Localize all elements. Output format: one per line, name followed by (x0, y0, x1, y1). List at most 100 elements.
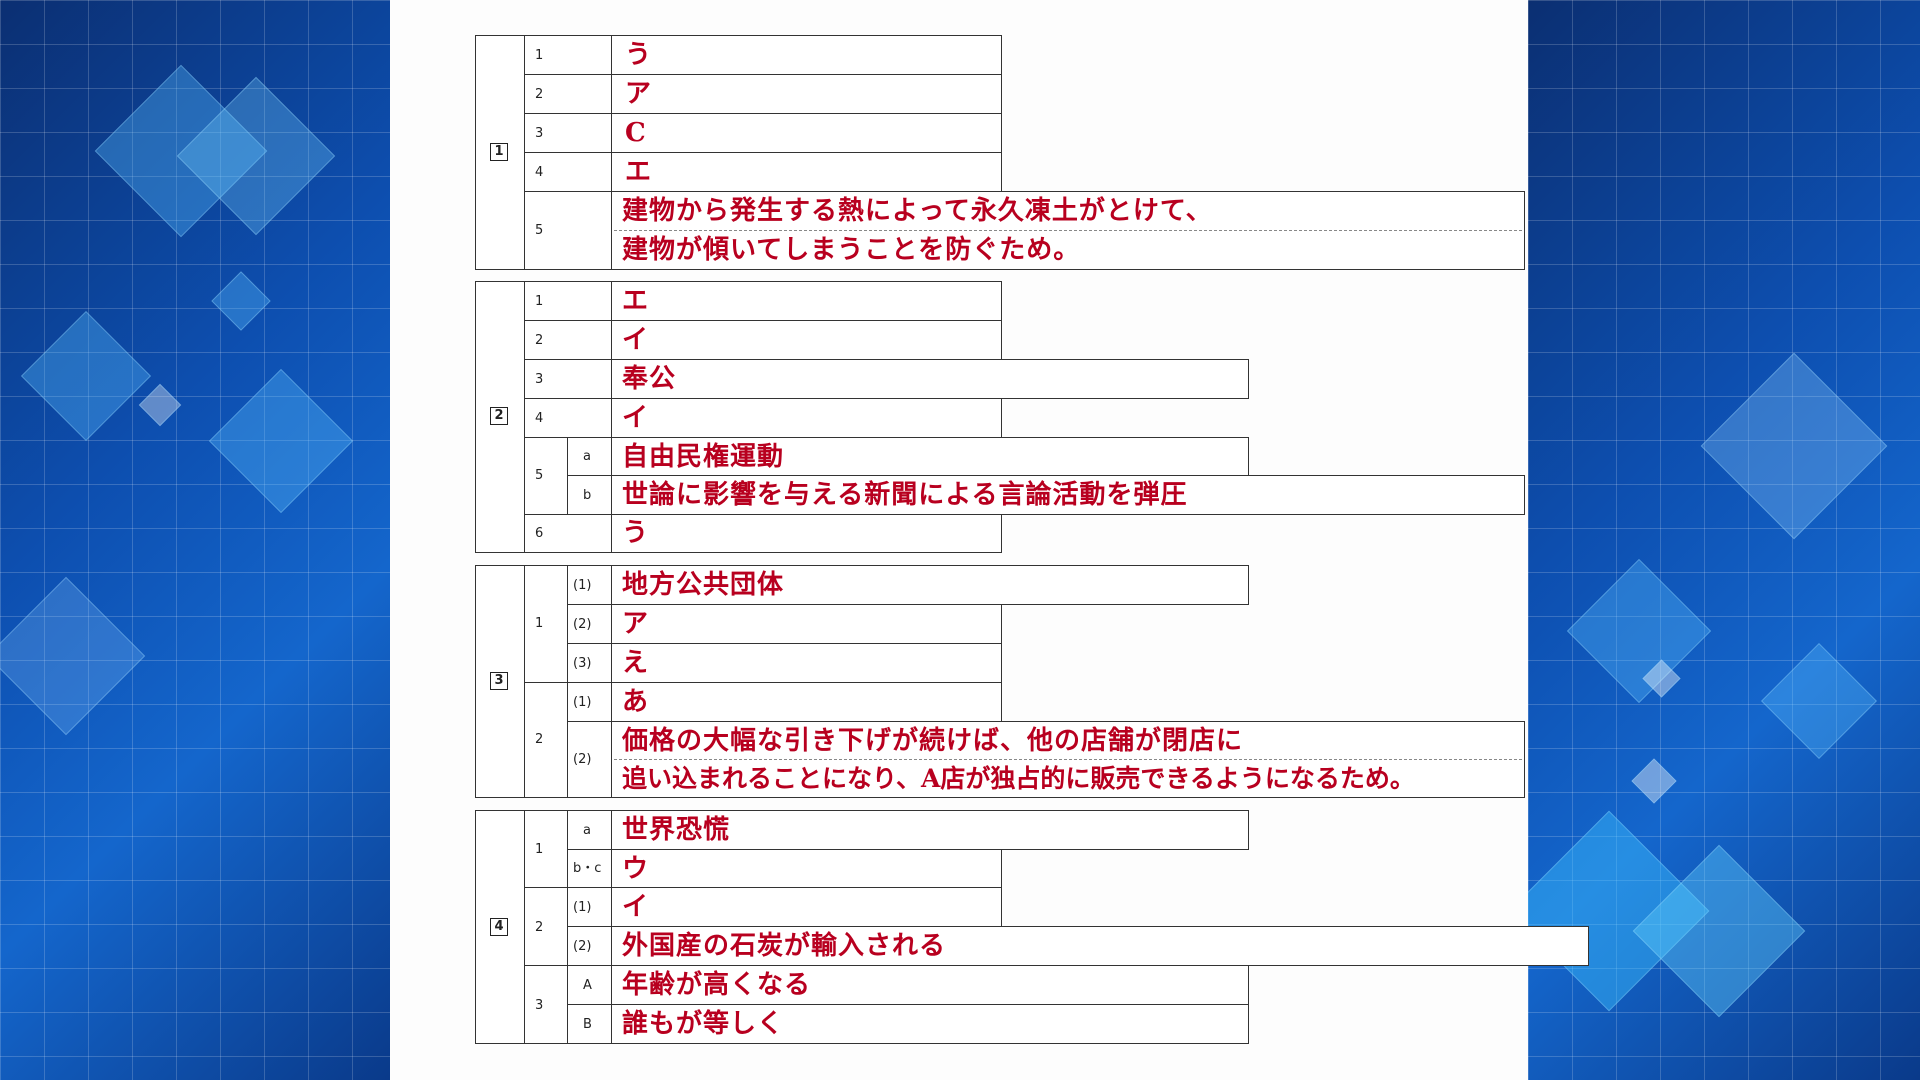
number-cell (524, 887, 568, 966)
answer-row (567, 887, 1002, 927)
answer-text: う (625, 40, 653, 70)
question-number: 2 (535, 732, 544, 747)
sub-label: (1) (573, 695, 592, 710)
sub-label-cell (567, 475, 612, 515)
answer-text: ア (625, 79, 653, 109)
sub-label-cell (567, 721, 612, 798)
answer-text-line2: 追い込まれることになり、A店が独占的に販売できるようになるため。 (622, 764, 1415, 793)
answer-text: 自由民権運動 (622, 442, 785, 472)
section-number: 1 (490, 143, 508, 161)
answer-text: イ (622, 403, 650, 433)
number-cell (524, 514, 612, 553)
decor-square (211, 271, 271, 331)
number-cell (524, 398, 612, 438)
sub-label-cell (567, 926, 612, 966)
question-number: 2 (535, 920, 544, 935)
question-number: 4 (535, 411, 544, 426)
background-right-panel (1528, 0, 1920, 1080)
sub-label-cell (567, 437, 612, 476)
sub-label: a (583, 823, 591, 838)
answer-text: エ (622, 286, 650, 316)
answer-text: 奉公 (622, 364, 677, 394)
sub-label: B (583, 1017, 592, 1032)
decor-square (1631, 758, 1677, 804)
number-cell (524, 437, 568, 515)
sub-label-cell (567, 849, 612, 888)
sub-label-cell (567, 1004, 612, 1044)
sub-label-cell (567, 965, 612, 1005)
section-number: 2 (490, 407, 508, 425)
answer-text: 世界恐慌 (622, 815, 731, 845)
question-number: 1 (535, 294, 544, 309)
answer-row (567, 475, 1525, 515)
answer-row (567, 643, 1002, 683)
background-left-panel (0, 0, 390, 1080)
decor-square (0, 576, 146, 736)
number-cell (524, 74, 612, 114)
sub-label: (2) (573, 752, 592, 767)
section-number: 4 (490, 918, 508, 936)
answer-text: う (622, 518, 650, 548)
decor-square (1566, 558, 1712, 704)
decor-square (1700, 352, 1888, 540)
sub-label: (3) (573, 656, 592, 671)
question-number: 1 (535, 48, 544, 63)
dashed-guideline (614, 230, 1522, 231)
question-number: 3 (535, 998, 544, 1013)
number-cell (524, 810, 568, 888)
question-number: 3 (535, 126, 544, 141)
number-cell (524, 565, 568, 683)
number-cell (524, 113, 612, 153)
question-number: 1 (535, 616, 544, 631)
answer-text-line1: 価格の大幅な引き下げが続けば、他の店舗が閉店に (622, 726, 1244, 756)
answer-text-line1: 建物から発生する熱によって永久凍土がとけて、 (622, 196, 1213, 226)
question-number: 2 (535, 87, 544, 102)
sub-label: b (583, 488, 592, 503)
number-cell (524, 35, 612, 75)
decor-square (138, 383, 182, 427)
sub-label-cell (567, 682, 612, 722)
sub-label: b・c (573, 861, 602, 876)
answer-row (567, 849, 1002, 888)
sub-label: a (583, 449, 591, 464)
sub-label: (2) (573, 617, 592, 632)
number-cell (524, 191, 612, 270)
question-number: 1 (535, 842, 544, 857)
answer-text: 誰もが等しく (622, 1009, 785, 1039)
answer-text: ウ (622, 854, 650, 884)
answer-text: あ (622, 687, 650, 717)
answer-text: 地方公共団体 (622, 570, 785, 600)
section-number: 3 (490, 672, 508, 690)
answer-text: エ (625, 157, 653, 187)
decor-square (1761, 643, 1877, 759)
sub-label-cell (567, 887, 612, 927)
sub-label-cell (567, 604, 612, 644)
sub-label: (2) (573, 939, 592, 954)
answer-row (567, 682, 1002, 722)
answer-text: 世論に影響を与える新聞による言論活動を弾圧 (622, 480, 1188, 510)
sub-label: (1) (573, 900, 592, 915)
answer-text: 外国産の石炭が輸入される (622, 931, 947, 961)
question-number: 5 (535, 223, 544, 238)
answer-text: イ (622, 325, 650, 355)
answer-text: ア (622, 609, 650, 639)
answer-text: イ (622, 892, 650, 922)
question-number: 6 (535, 526, 544, 541)
answer-row (567, 1004, 1249, 1044)
answer-sheet: 1 1 う 2 ア 3 C 4 エ 5 建物から発生する熱によって永久凍土がとけ… (390, 0, 1589, 1080)
answer-text: え (622, 648, 650, 678)
decor-square (208, 368, 354, 514)
question-number: 5 (535, 468, 544, 483)
question-number: 4 (535, 165, 544, 180)
answer-text-line2: 建物が傾いてしまうことを防ぐため。 (622, 235, 1081, 265)
answer-row (567, 926, 1589, 966)
sub-label: (1) (573, 578, 592, 593)
question-number: 2 (535, 333, 544, 348)
number-cell (524, 281, 612, 321)
number-cell (524, 965, 568, 1044)
sub-label: A (583, 978, 592, 993)
decor-square (20, 310, 152, 442)
answer-row (524, 359, 1249, 399)
number-cell (524, 682, 568, 798)
dashed-guideline (614, 759, 1522, 760)
